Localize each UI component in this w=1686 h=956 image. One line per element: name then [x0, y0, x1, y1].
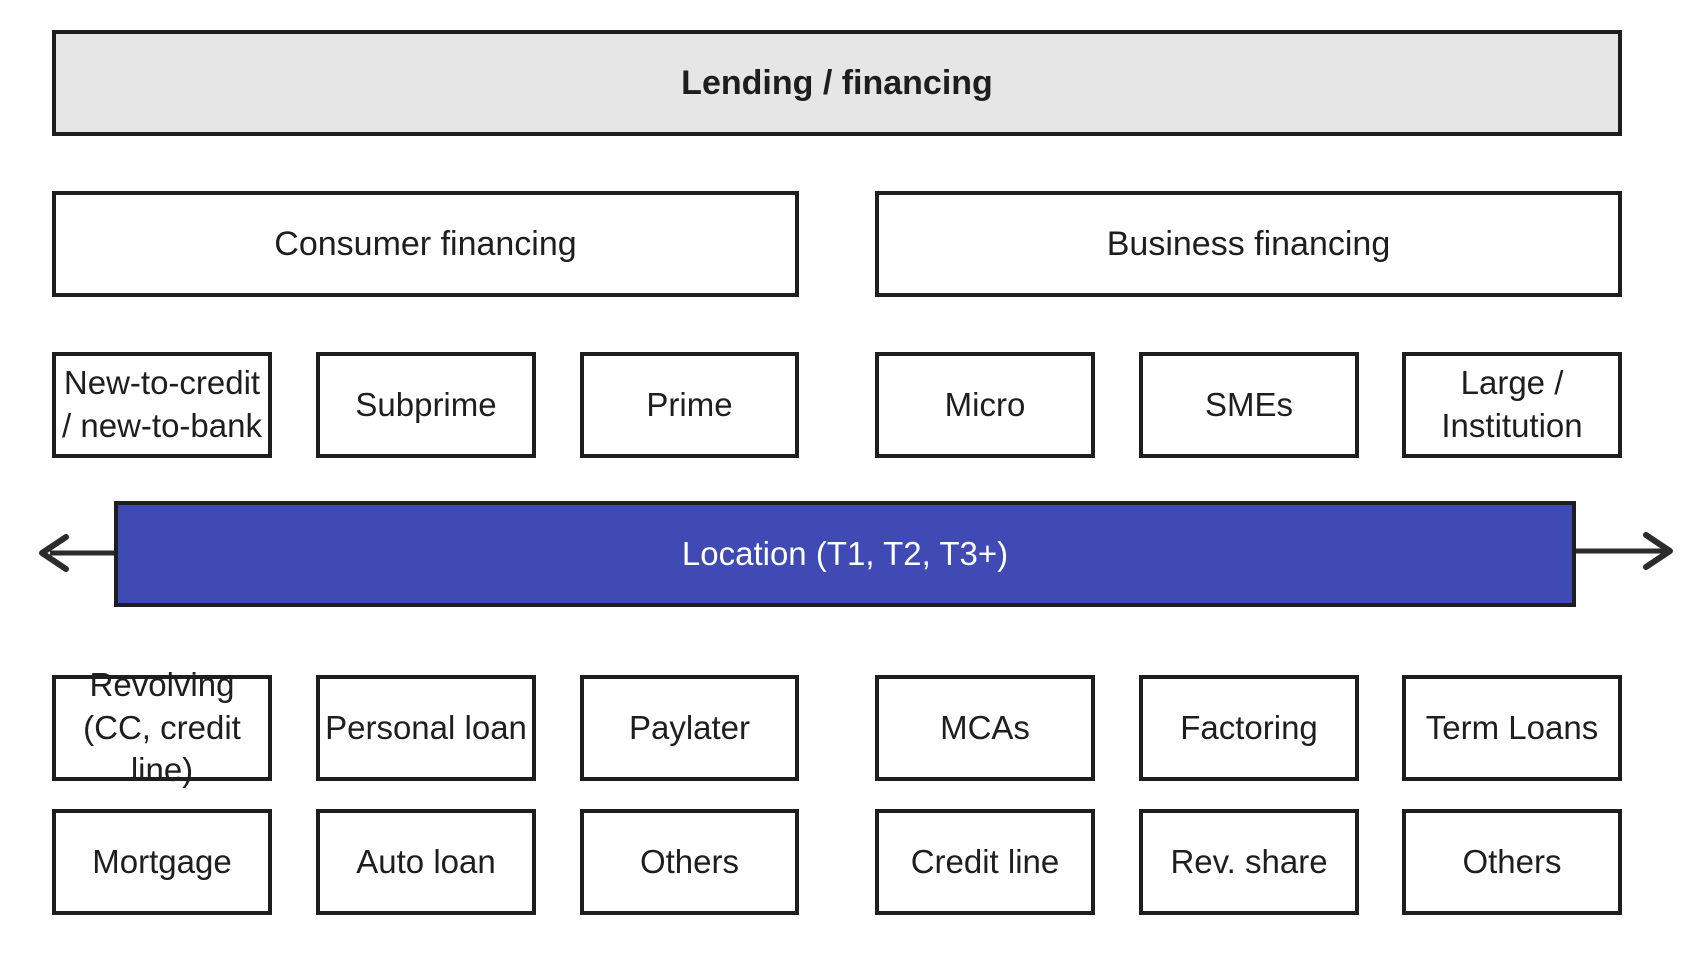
segment-label: SMEs	[1204, 385, 1293, 423]
product-rev-share: Rev. share	[1139, 809, 1359, 915]
location-bar: Location (T1, T2, T3+)	[114, 501, 1576, 607]
product-factoring: Factoring	[1139, 675, 1359, 781]
product-revolving: Revolving (CC, credit line)	[52, 666, 272, 788]
product-label: Personal loan	[325, 708, 527, 746]
product-auto-loan: Auto loan	[316, 809, 536, 915]
product-label: MCAs	[940, 708, 1030, 746]
segment-smes: SMEs	[1139, 352, 1359, 458]
left-arrow-head	[39, 534, 69, 572]
product-label: Others	[639, 842, 740, 880]
product-label: Term Loans	[1425, 708, 1599, 746]
product-label: Paylater	[628, 708, 751, 746]
diagram-title: Lending / financing	[52, 30, 1622, 136]
segment-subprime: Subprime	[316, 352, 536, 458]
diagram-title-label: Lending / financing	[681, 63, 993, 102]
product-credit-line: Credit line	[875, 809, 1095, 915]
segment-label: Large / Institution	[1441, 364, 1583, 444]
product-label: Mortgage	[92, 842, 232, 880]
right-arrow-head	[1643, 532, 1673, 570]
segment-prime: Prime	[580, 352, 799, 458]
segment-micro: Micro	[875, 352, 1095, 458]
segment-label: Micro	[944, 385, 1026, 423]
segment-label: Prime	[646, 385, 733, 423]
product-term-loans: Term Loans	[1402, 675, 1622, 781]
consumer-financing-box: Consumer financing	[52, 191, 799, 297]
product-paylater: Paylater	[580, 675, 799, 781]
segment-label: New-to-credit / new-to-bank	[62, 364, 262, 444]
segment-new-to-credit: New-to-credit / new-to-bank	[52, 352, 272, 458]
product-business-others: Others	[1402, 809, 1622, 915]
product-label: Rev. share	[1170, 842, 1328, 880]
product-label: Revolving (CC, credit line)	[83, 665, 241, 789]
consumer-financing-label: Consumer financing	[274, 224, 577, 263]
product-mortgage: Mortgage	[52, 809, 272, 915]
location-label: Location (T1, T2, T3+)	[681, 534, 1009, 572]
product-consumer-others: Others	[580, 809, 799, 915]
segment-label: Subprime	[355, 385, 497, 423]
product-label: Others	[1462, 842, 1562, 880]
product-label: Factoring	[1180, 708, 1318, 746]
product-personal-loan: Personal loan	[316, 675, 536, 781]
business-financing-label: Business financing	[1106, 224, 1391, 263]
product-mcas: MCAs	[875, 675, 1095, 781]
segment-large-institution: Large / Institution	[1402, 352, 1622, 458]
product-label: Credit line	[910, 842, 1060, 880]
business-financing-box: Business financing	[875, 191, 1622, 297]
product-label: Auto loan	[356, 842, 496, 880]
